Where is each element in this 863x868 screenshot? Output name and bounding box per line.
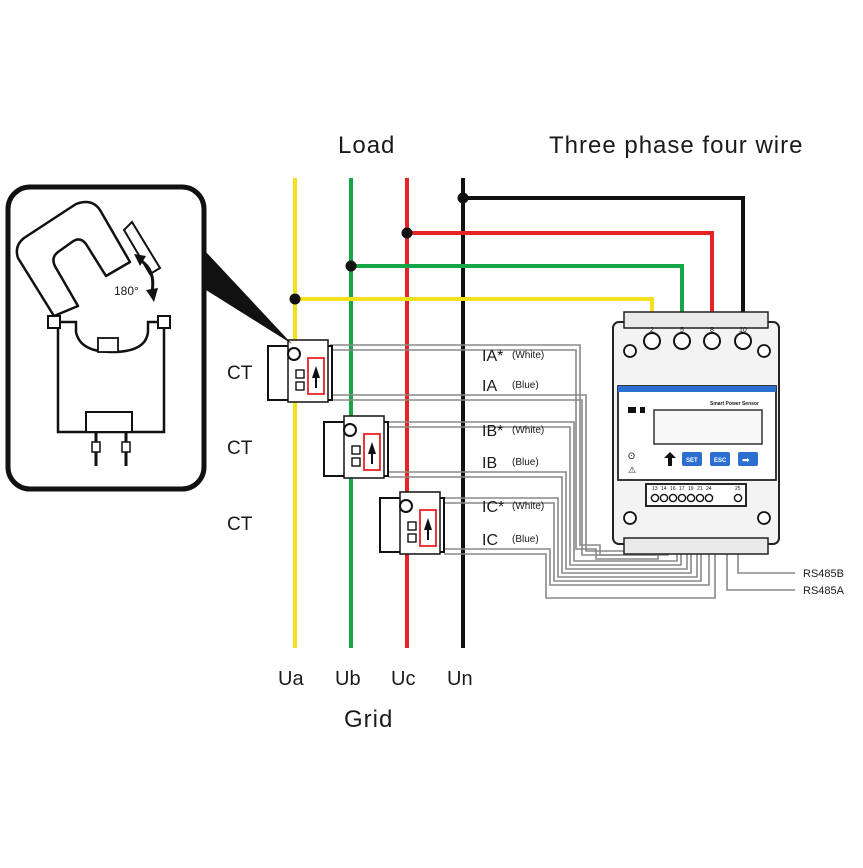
ct-clamp-b: [323, 415, 389, 479]
bottom-terminal-number: 21: [697, 486, 703, 492]
bottom-terminal-screw: [650, 493, 660, 503]
bottom-terminal-number: 16: [670, 486, 676, 492]
phase-label-ub: Ub: [335, 668, 361, 690]
bottom-terminal-number: 17: [679, 486, 685, 492]
svg-text:IB*: IB*: [482, 423, 503, 440]
svg-text:(White): (White): [512, 501, 544, 512]
svg-text:(Blue): (Blue): [512, 380, 539, 391]
bottom-terminal-screw: [704, 493, 714, 503]
ct-detail-inset: 180°: [5, 184, 292, 492]
wire-uc-to-meter: [407, 231, 714, 330]
signal-label-ia-star: IA* (White): [482, 348, 544, 365]
svg-text:8: 8: [710, 327, 714, 334]
junction-dot-uc: [401, 227, 413, 239]
meter-set-button[interactable]: SET: [682, 452, 702, 466]
svg-text:10: 10: [739, 327, 747, 334]
svg-text:⚠: ⚠: [628, 465, 636, 475]
bottom-terminal-number: 13: [652, 486, 658, 492]
svg-text:IC: IC: [482, 532, 498, 549]
system-title: Three phase four wire: [549, 132, 803, 159]
bottom-terminal-screw: [686, 493, 696, 503]
bottom-terminal-screw: [733, 493, 743, 503]
bottom-terminal-number: 19: [688, 486, 694, 492]
rs485a-label: RS485A: [803, 585, 845, 597]
ct-clamp-c: [379, 491, 445, 555]
smart-power-sensor: 2 5 8 10 Smart Power Sensor ʘ ⚠ SET ESC: [612, 311, 780, 555]
wire-ub-to-meter: [351, 264, 684, 330]
signal-label-ia: IA (Blue): [482, 378, 539, 395]
svg-text:IA*: IA*: [482, 348, 503, 365]
svg-text:ʘ: ʘ: [628, 451, 635, 461]
phase-label-un: Un: [447, 668, 473, 690]
ct-label-b: CT: [227, 438, 253, 459]
svg-text:2: 2: [650, 327, 654, 334]
bottom-terminal-number: 24: [706, 486, 712, 492]
junction-dot-un: [457, 192, 469, 204]
rs485b-label: RS485B: [803, 568, 844, 580]
signal-label-ic: IC (Blue): [482, 532, 539, 549]
svg-text:➡: ➡: [742, 455, 750, 465]
wire-un-to-meter: [463, 196, 745, 330]
grid-title: Grid: [344, 706, 393, 733]
meter-esc-button[interactable]: ESC: [710, 452, 730, 466]
svg-text:(Blue): (Blue): [512, 534, 539, 545]
inset-angle-label: 180°: [114, 284, 139, 298]
ct-label-c: CT: [227, 514, 253, 535]
bottom-terminal-number: 25: [735, 486, 741, 492]
svg-text:5: 5: [680, 327, 684, 334]
phase-label-uc: Uc: [391, 668, 415, 690]
load-title: Load: [338, 132, 395, 159]
svg-text:(White): (White): [512, 350, 544, 361]
phase-label-ua: Ua: [278, 668, 304, 690]
wire-ua-to-meter: [295, 297, 654, 330]
top-terminal-block: 2 5 8 10: [643, 327, 752, 350]
bottom-terminal-screw: [659, 493, 669, 503]
ct-label-a: CT: [227, 363, 253, 384]
meter-up-icon: [664, 452, 676, 458]
ct-clamp-a: [267, 339, 333, 403]
meter-next-button[interactable]: ➡: [738, 452, 758, 466]
inset-pointer: [206, 252, 292, 344]
svg-text:IB: IB: [482, 455, 497, 472]
meter-brand: Smart Power Sensor: [710, 401, 759, 407]
signal-label-ib: IB (Blue): [482, 455, 539, 472]
bottom-terminal-number: 14: [661, 486, 667, 492]
bottom-terminal-screw: [677, 493, 687, 503]
svg-text:(White): (White): [512, 425, 544, 436]
bottom-terminal-screw: [668, 493, 678, 503]
signal-label-ib-star: IB* (White): [482, 423, 544, 440]
svg-text:(Blue): (Blue): [512, 457, 539, 468]
svg-text:IC*: IC*: [482, 499, 504, 516]
junction-dot-ub: [345, 260, 357, 272]
svg-text:SET: SET: [686, 458, 698, 464]
bottom-terminal-screw: [695, 493, 705, 503]
svg-text:IA: IA: [482, 378, 497, 395]
svg-text:ESC: ESC: [714, 458, 727, 464]
signal-label-ic-star: IC* (White): [482, 499, 544, 516]
junction-dot-ua: [289, 293, 301, 305]
meter-display: [653, 409, 763, 445]
